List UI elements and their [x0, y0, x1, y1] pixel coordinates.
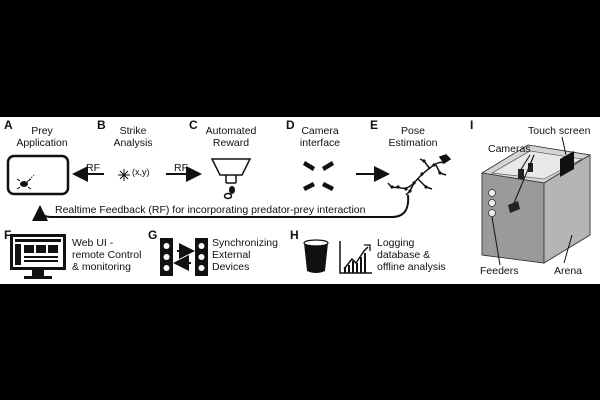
touch-screen-icon [560, 151, 574, 177]
arena-box [480, 144, 592, 264]
realtime-feedback-label: Realtime Feedback (RF) for incorporating… [55, 204, 366, 216]
prey-screen-icon [6, 154, 70, 196]
sync-devices-icon [160, 238, 208, 276]
arena-pointer-lines [491, 136, 573, 266]
camera-interface-label: Camera interface [299, 125, 341, 149]
arena-cameras-icon [508, 163, 533, 213]
panel-letter-i: I [470, 118, 474, 132]
panel-letter-g: G [148, 228, 158, 242]
cameras-label: Cameras [488, 143, 531, 155]
rf-label-right: RF [174, 162, 188, 174]
database-icon [303, 239, 329, 273]
pose-estimation-label: Pose Estimation [388, 125, 438, 149]
panel-letter-d: D [286, 118, 295, 132]
touch-screen-label: Touch screen [528, 125, 591, 137]
lizard-pose-icon [387, 154, 452, 196]
panel-letter-h: H [290, 228, 299, 242]
panel-letter-c: C [189, 118, 198, 132]
rf-label-left: RF [86, 162, 100, 174]
feeder-hopper-icon [210, 158, 252, 200]
arena-label: Arena [554, 265, 583, 277]
strike-analysis-label: Strike Analysis [113, 125, 153, 149]
xy-coordinate-label: (x,y) [132, 167, 150, 177]
panel-letter-b: B [97, 118, 106, 132]
feeders-icon [488, 189, 496, 217]
figure-panel: A B C D E I F G H Prey Application Strik… [0, 117, 600, 284]
prey-application-label: Prey Application [16, 125, 68, 149]
camera-cluster-icon [303, 161, 334, 191]
panel-letter-e: E [370, 118, 379, 132]
synchronizing-label: Synchronizing External Devices [212, 237, 278, 273]
feeders-label: Feeders [480, 265, 519, 277]
panel-letter-a: A [4, 118, 13, 132]
monitor-icon [10, 234, 66, 279]
web-ui-label: Web UI - remote Control & monitoring [72, 237, 142, 273]
automated-reward-label: Automated Reward [205, 125, 257, 149]
growth-chart-icon [339, 241, 372, 274]
panel-letter-f: F [4, 228, 12, 242]
figure-graphics [6, 136, 592, 279]
feedback-loop-arrow [32, 194, 410, 222]
logging-label: Logging database & offline analysis [377, 237, 446, 273]
strike-star-icon [118, 169, 130, 181]
